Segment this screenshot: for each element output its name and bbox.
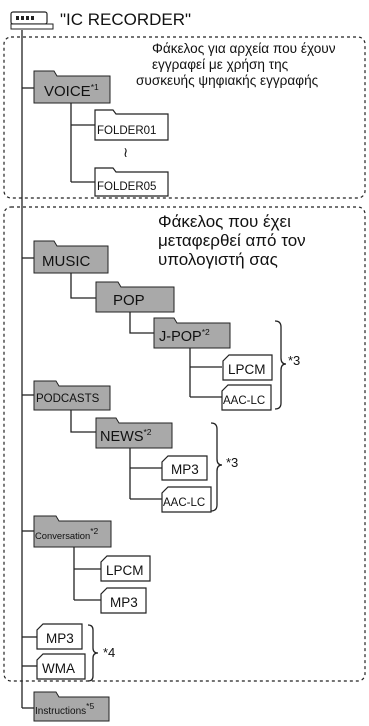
file-conv-lpcm[interactable]: LPCM (100, 555, 151, 582)
folder-range-ellipsis: ≀ (123, 144, 128, 160)
file-conv-lpcm-label: LPCM (106, 563, 144, 578)
file-jpop-aac-label: AAC-LC (223, 395, 265, 407)
folder-pop[interactable]: POP (95, 281, 175, 313)
brace-news-files (210, 422, 223, 512)
folder-music-label: MUSIC (42, 253, 91, 270)
folder-voice-label: VOICE*1 (44, 82, 99, 100)
file-root-wma-label: WMA (42, 661, 75, 676)
voice-group-note: Φάκελος για αρχεία που έχουν εγγραφεί με… (136, 41, 339, 88)
folder-jpop-label: J-POP*2 (159, 327, 210, 345)
folder-jpop[interactable]: J-POP*2 (153, 317, 231, 349)
file-jpop-lpcm[interactable]: LPCM (222, 354, 273, 381)
folder-folder01-label: FOLDER01 (97, 125, 156, 137)
brace-root-files (87, 624, 99, 682)
file-root-wma[interactable]: WMA (36, 653, 86, 680)
computer-group-note: Φάκελος που έχει μεταφερθεί από τον υπολ… (158, 212, 310, 269)
folder-folder05-label: FOLDER05 (97, 181, 156, 193)
file-news-aac[interactable]: AAC-LC (161, 486, 212, 513)
folder-instructions[interactable]: Instructions*5 (33, 691, 110, 722)
folder-folder01[interactable]: FOLDER01 (94, 109, 169, 141)
folder-news[interactable]: NEWS*2 (95, 417, 173, 449)
computer-group-box (3, 206, 366, 682)
folder-music[interactable]: MUSIC (33, 240, 109, 274)
footnote-mark-3a: *3 (288, 353, 300, 368)
folder-podcasts[interactable]: PODCASTS (33, 380, 111, 411)
file-news-aac-label: AAC-LC (163, 497, 205, 509)
file-jpop-lpcm-label: LPCM (228, 362, 266, 377)
folder-voice[interactable]: VOICE*1 (33, 70, 111, 104)
device-label: "IC RECORDER" (60, 10, 191, 29)
folder-podcasts-label: PODCASTS (36, 393, 100, 405)
folder-conversation[interactable]: Conversation*2 (33, 515, 112, 548)
footnote-mark-3b: *3 (226, 455, 238, 470)
file-conv-mp3-label: MP3 (110, 595, 138, 610)
folder-news-label: NEWS*2 (100, 427, 152, 445)
brace-jpop-files (274, 320, 287, 410)
recorder-device-icon (10, 11, 54, 30)
footnote-mark-4: *4 (103, 645, 115, 660)
file-news-mp3-label: MP3 (171, 462, 199, 477)
tree-connectors (21, 30, 222, 709)
file-news-mp3[interactable]: MP3 (161, 455, 208, 481)
file-root-mp3[interactable]: MP3 (36, 623, 83, 650)
file-root-mp3-label: MP3 (46, 631, 74, 646)
file-conv-mp3[interactable]: MP3 (100, 587, 147, 614)
folder-instructions-label: Instructions*5 (35, 701, 94, 717)
file-jpop-aac[interactable]: AAC-LC (221, 384, 272, 411)
folder-conversation-label: Conversation*2 (35, 526, 99, 541)
folder-pop-label: POP (113, 292, 145, 309)
folder-folder05[interactable]: FOLDER05 (94, 167, 169, 197)
